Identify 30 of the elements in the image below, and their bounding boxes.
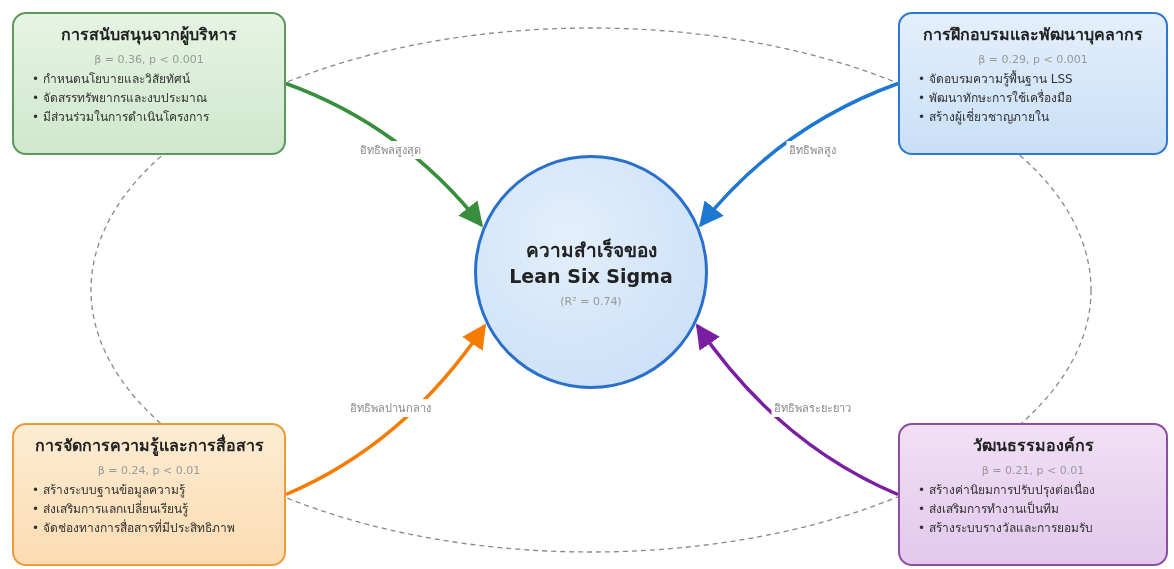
factor-box <box>12 423 286 566</box>
bullet-item: • ส่งเสริมการแลกเปลี่ยนเรียนรู้ <box>32 500 189 519</box>
bullet-item: • สร้างค่านิยมการปรับปรุงต่อเนื่อง <box>918 481 1096 500</box>
box-title: การสนับสนุนจากผู้บริหาร <box>60 24 238 47</box>
factor-box <box>898 12 1168 155</box>
bullet-item: • สร้างผู้เชี่ยวชาญภายใน <box>918 108 1050 127</box>
bullet-item: • ส่งเสริมการทำงานเป็นทีม <box>918 500 1060 518</box>
bullet-item: • จัดอบรมความรู้พื้นฐาน LSS <box>918 70 1074 89</box>
bullet-item: • จัดสรรทรัพยากรและงบประมาณ <box>32 90 208 107</box>
bullet-item: • กำหนดนโยบายและวิสัยทัศน์ <box>32 71 191 88</box>
box-title: การฝึกอบรมและพัฒนาบุคลากร <box>922 24 1144 47</box>
edge-label: อิทธิพลสูง <box>786 141 838 159</box>
circle-title: ความสำเร็จของ Lean Six Sigma <box>508 237 674 289</box>
bullet-item: • พัฒนาทักษะการใช้เครื่องมือ <box>918 89 1073 107</box>
bullet-item: • จัดช่องทางการสื่อสารที่มีประสิทธิภาพ <box>32 519 236 537</box>
bullet-item: • สร้างระบบฐานข้อมูลความรู้ <box>32 482 186 500</box>
factor-box <box>898 423 1168 566</box>
statistic-text: β = 0.29, p < 0.001 <box>977 53 1089 66</box>
statistic-text: β = 0.21, p < 0.01 <box>980 464 1086 477</box>
box-title: วัฒนธรรมองค์กร <box>971 435 1095 457</box>
statistic-text: β = 0.24, p < 0.01 <box>96 464 202 477</box>
edge-label: อิทธิพลปานกลาง <box>347 399 433 417</box>
edge-label: อิทธิพลสูงสุด <box>357 141 423 159</box>
statistic-text: β = 0.36, p < 0.001 <box>93 53 205 66</box>
arrow <box>285 323 487 497</box>
bullet-item: • สร้างระบบรางวัลและการยอมรับ <box>918 520 1094 537</box>
factor-box <box>12 12 286 155</box>
bullet-item: • มีส่วนร่วมในการดำเนินโครงการ <box>32 109 210 126</box>
box-title: การจัดการความรู้และการสื่อสาร <box>33 433 265 458</box>
statistic-text: (R² = 0.74) <box>560 294 622 308</box>
